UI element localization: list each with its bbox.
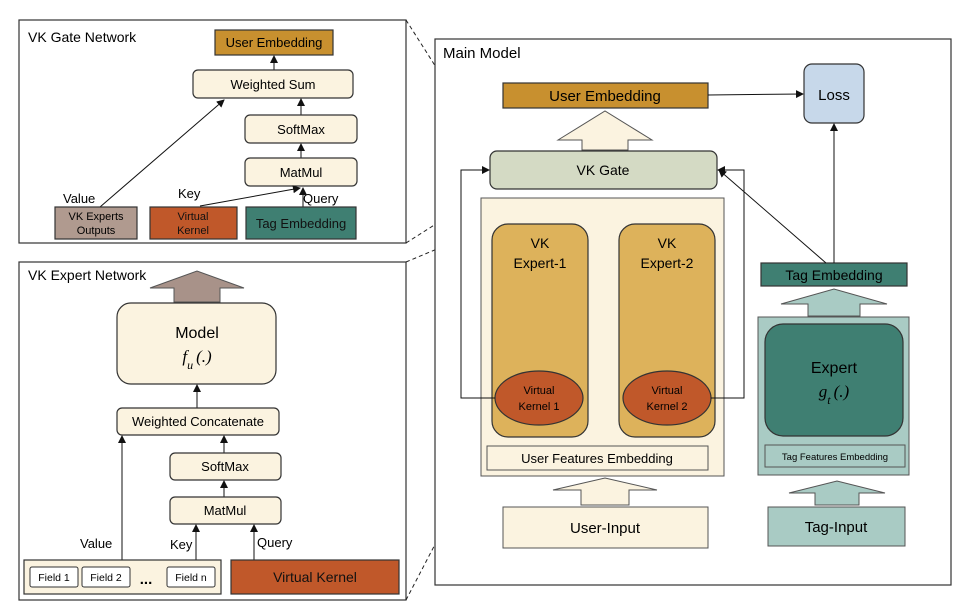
expert-matmul-label: MatMul [204, 503, 247, 518]
gate-arrow-key [199, 185, 301, 207]
main-kernel1-l2: Kernel 1 [519, 401, 560, 413]
main-tag-embedding-label: Tag Embedding [785, 267, 882, 283]
main-expert2-l2: Expert-2 [641, 255, 694, 271]
main-expert1-l1: VK [531, 235, 550, 251]
gate-weighted-sum-box: Weighted Sum [192, 69, 354, 99]
expert-network-panel: VK Expert Network Model fu(.) Weighted C… [18, 261, 407, 601]
expert-virtual-kernel-box: Virtual Kernel [230, 559, 400, 595]
main-tag-expert-output-arrow [780, 288, 888, 317]
expert-key-label: Key [170, 537, 193, 552]
expert-virtual-kernel-label: Virtual Kernel [273, 569, 357, 585]
expert-model-func: fu(.) [182, 347, 212, 372]
main-user-embedding-box: User Embedding [502, 82, 709, 109]
expert-fields-ellipsis: ... [140, 571, 153, 588]
main-tag-expert-container: Expert gt(.) Tag Features Embedding [757, 316, 910, 476]
main-arrow-tag-to-gate [718, 169, 827, 264]
gate-virtual-kernel-l1: Virtual [178, 211, 209, 223]
gate-network-panel: VK Gate Network User Embedding Weighted … [18, 19, 407, 244]
gate-tag-embedding-label: Tag Embedding [256, 216, 346, 231]
main-loss-label: Loss [818, 87, 850, 104]
main-expert1-l2: Expert-1 [514, 255, 567, 271]
gate-weighted-sum-label: Weighted Sum [230, 77, 315, 92]
gate-tag-embedding-box: Tag Embedding [245, 206, 357, 240]
main-kernel1-l1: Virtual [524, 385, 555, 397]
main-virtual-kernel-1: Virtual Kernel 1 [494, 370, 584, 426]
expert-matmul-box: MatMul [169, 496, 282, 525]
gate-user-embedding-label: User Embedding [226, 35, 323, 50]
main-tag-embedding-box: Tag Embedding [760, 262, 908, 287]
expert-softmax-label: SoftMax [201, 459, 249, 474]
main-arrow-kernel2-to-gate [711, 166, 745, 399]
expert-model-box: Model fu(.) [116, 302, 277, 385]
main-vk-gate-label: VK Gate [577, 162, 630, 178]
expert-value-label: Value [80, 536, 112, 551]
main-model-panel: Main Model User Embedding Loss VK Gate V… [434, 38, 952, 586]
main-user-input-label: User-Input [570, 520, 641, 537]
main-tag-input-box: Tag-Input [767, 506, 906, 547]
gate-user-embedding-box: User Embedding [214, 29, 334, 56]
expert-query-label: Query [257, 535, 293, 550]
gate-matmul-label: MatMul [280, 165, 323, 180]
gate-vk-experts-outputs-l1: VK Experts [68, 211, 124, 223]
main-gate-output-arrow [556, 110, 654, 151]
main-experts-container: VK Expert-1 VK Expert-2 Virtual Kernel 1… [480, 197, 725, 477]
gate-vk-experts-outputs-box: VK Experts Outputs [54, 206, 138, 240]
main-user-input-box: User-Input [502, 506, 709, 549]
main-model-title: Main Model [443, 45, 521, 62]
main-arrow-ue-to-loss [707, 90, 804, 99]
main-tag-expert-label: Expert [811, 360, 858, 377]
main-expert2-l1: VK [658, 235, 677, 251]
main-vk-gate-box: VK Gate [489, 150, 718, 190]
main-tag-input-label: Tag-Input [805, 519, 868, 536]
main-tag-features-embedding-label: Tag Features Embedding [782, 452, 888, 463]
main-kernel2-l1: Virtual [652, 385, 683, 397]
gate-virtual-kernel-l2: Kernel [177, 225, 209, 237]
main-tag-expert-box: Expert gt(.) [764, 323, 904, 437]
gate-matmul-box: MatMul [244, 157, 358, 187]
gate-arrow-value [99, 99, 225, 208]
main-kernel2-l2: Kernel 2 [647, 401, 688, 413]
expert-field-2: Field 2 [90, 572, 122, 584]
main-tag-input-arrow [788, 480, 886, 506]
gate-softmax-label: SoftMax [277, 122, 325, 137]
gate-virtual-kernel-box: Virtual Kernel [149, 206, 238, 240]
main-tag-features-embedding-box: Tag Features Embedding [764, 444, 906, 468]
main-loss-box: Loss [803, 63, 865, 124]
gate-softmax-box: SoftMax [244, 114, 358, 144]
expert-field-n: Field n [175, 572, 207, 584]
expert-fields-container: Field 1 Field 2 ... Field n [23, 559, 222, 595]
expert-weighted-concat-label: Weighted Concatenate [132, 414, 264, 429]
gate-network-title: VK Gate Network [28, 29, 137, 45]
main-user-embedding-label: User Embedding [549, 88, 661, 105]
expert-model-label: Model [175, 325, 219, 342]
gate-key-label: Key [178, 186, 201, 201]
expert-weighted-concat-box: Weighted Concatenate [116, 407, 280, 436]
gate-vk-experts-outputs-l2: Outputs [77, 225, 116, 237]
main-arrow-kernel1-to-gate [460, 166, 495, 399]
expert-field-1: Field 1 [38, 572, 70, 584]
gate-query-label: Query [303, 191, 339, 206]
main-user-features-embedding-label: User Features Embedding [521, 451, 673, 466]
gate-value-label: Value [63, 191, 95, 206]
main-user-features-embedding-box: User Features Embedding [486, 445, 709, 471]
main-tag-expert-func: gt(.) [819, 382, 850, 407]
expert-network-title: VK Expert Network [28, 267, 147, 283]
expert-softmax-box: SoftMax [169, 452, 282, 481]
expert-output-arrow [149, 270, 245, 303]
main-virtual-kernel-2: Virtual Kernel 2 [622, 370, 712, 426]
main-user-input-arrow [552, 477, 658, 506]
